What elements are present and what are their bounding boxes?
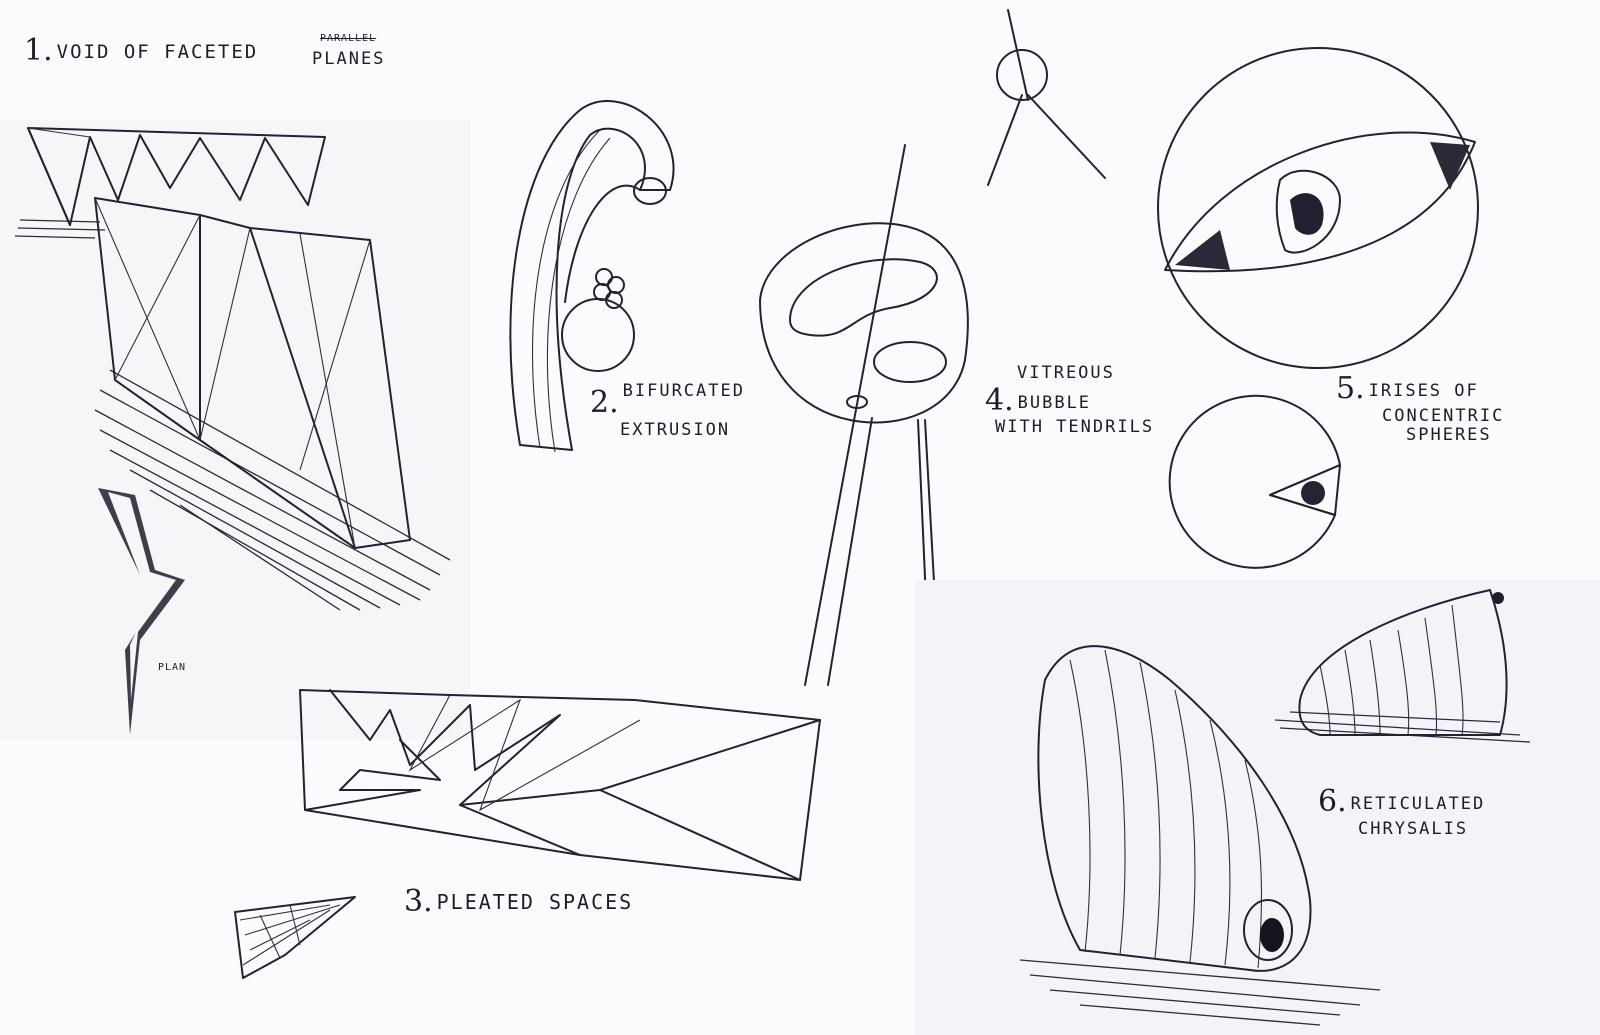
label-pleated-spaces: 3.PLEATED SPACES bbox=[404, 884, 634, 920]
label-line1: RETICULATED bbox=[1350, 794, 1486, 814]
label-reticulated-chrysalis: 6.RETICULATED CHRYSALIS bbox=[1318, 784, 1486, 839]
faceted-planes-sketch bbox=[0, 120, 470, 740]
bifurcated-extrusion-sketch bbox=[509, 100, 675, 453]
label-text: PLEATED SPACES bbox=[436, 890, 634, 914]
planes-annotation: PLANES bbox=[312, 49, 386, 69]
label-line3: SPHERES bbox=[1406, 425, 1492, 446]
label-line1: VITREOUS bbox=[1017, 363, 1115, 383]
plan-note: PLAN bbox=[158, 662, 187, 673]
label-number: 6. bbox=[1318, 784, 1347, 819]
label-text: VOID OF FACETED bbox=[56, 41, 259, 63]
label-line1: IRISES OF bbox=[1368, 381, 1479, 401]
label-bifurcated-extrusion: 2.BIFURCATED EXTRUSION bbox=[590, 381, 745, 440]
label-number: 3. bbox=[404, 884, 433, 919]
label-line2: CONCENTRIC bbox=[1382, 405, 1505, 426]
label-void-of-faceted-planes: 1.VOID OF FACETED bbox=[24, 33, 259, 69]
label-line2: CHRYSALIS bbox=[1358, 818, 1469, 839]
label-concentric-spheres: 5.IRISES OF CONCENTRIC SPHERES bbox=[1336, 371, 1505, 446]
pleated-spaces-sketch bbox=[234, 689, 821, 979]
label-line3: WITH TENDRILS bbox=[995, 417, 1155, 438]
label-number: 2. bbox=[590, 385, 619, 420]
label-line2: BUBBLE bbox=[1017, 392, 1092, 413]
reticulated-chrysalis-sketch bbox=[915, 580, 1600, 1035]
label-number: 1. bbox=[24, 33, 53, 68]
struck-annotation: PARALLEL bbox=[320, 33, 377, 44]
label-line2: EXTRUSION bbox=[620, 419, 731, 440]
label-line1: BIFURCATED bbox=[622, 381, 745, 401]
label-vitreous-bubble: VITREOUS 4.BUBBLE WITH TENDRILS bbox=[985, 363, 1155, 438]
label-number: 4. bbox=[985, 382, 1014, 418]
label-number: 5. bbox=[1336, 371, 1365, 406]
concentric-spheres-sketch bbox=[1157, 47, 1479, 569]
